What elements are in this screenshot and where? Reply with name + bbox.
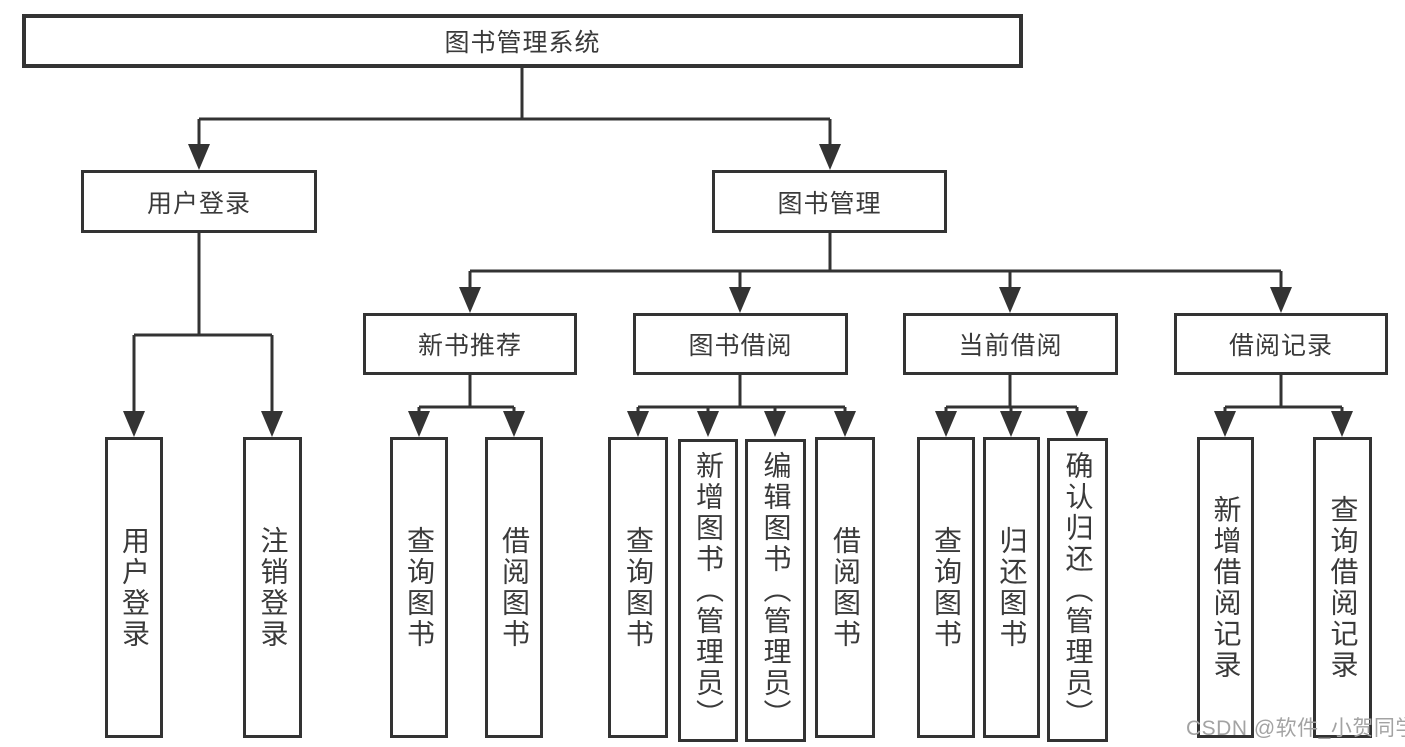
branch-current-borrow — [935, 375, 1088, 437]
branch-borrow-records — [1214, 375, 1353, 437]
node-library-system: 图书管理系统 — [22, 14, 1023, 68]
leaf-query-borrow-record: 查询借阅记录 — [1313, 437, 1372, 738]
leaf-logout-login: 注销登录 — [243, 437, 302, 738]
leaf-query-books-borrow: 查询图书 — [608, 437, 668, 738]
leaf-query-books-current: 查询图书 — [917, 437, 975, 738]
branch-root — [188, 68, 841, 170]
branch-new-book-recommend — [408, 375, 525, 437]
node-book-management: 图书管理 — [712, 170, 947, 233]
node-book-borrow: 图书借阅 — [633, 313, 848, 375]
leaf-add-borrow-record: 新增借阅记录 — [1197, 437, 1254, 738]
leaf-borrow-books-recommend: 借阅图书 — [485, 437, 543, 738]
leaf-confirm-return-admin: 确认归还（管理员） — [1047, 438, 1108, 742]
branch-book-borrow — [627, 375, 856, 437]
leaf-query-books-recommend: 查询图书 — [390, 437, 448, 738]
leaf-add-books-admin: 新增图书（管理员） — [678, 439, 738, 742]
leaf-return-books: 归还图书 — [983, 437, 1040, 738]
branch-book-management — [459, 233, 1292, 313]
branch-user-login — [123, 233, 283, 437]
leaf-user-login: 用户登录 — [105, 437, 163, 738]
node-borrow-records: 借阅记录 — [1174, 313, 1388, 375]
node-current-borrow: 当前借阅 — [903, 313, 1118, 375]
node-user-login: 用户登录 — [81, 170, 317, 233]
leaf-borrow-books: 借阅图书 — [815, 437, 875, 738]
leaf-edit-books-admin: 编辑图书（管理员） — [745, 439, 806, 742]
node-new-book-recommend: 新书推荐 — [363, 313, 577, 375]
csdn-watermark: CSDN @软件_小贺同学 — [1186, 717, 1405, 740]
